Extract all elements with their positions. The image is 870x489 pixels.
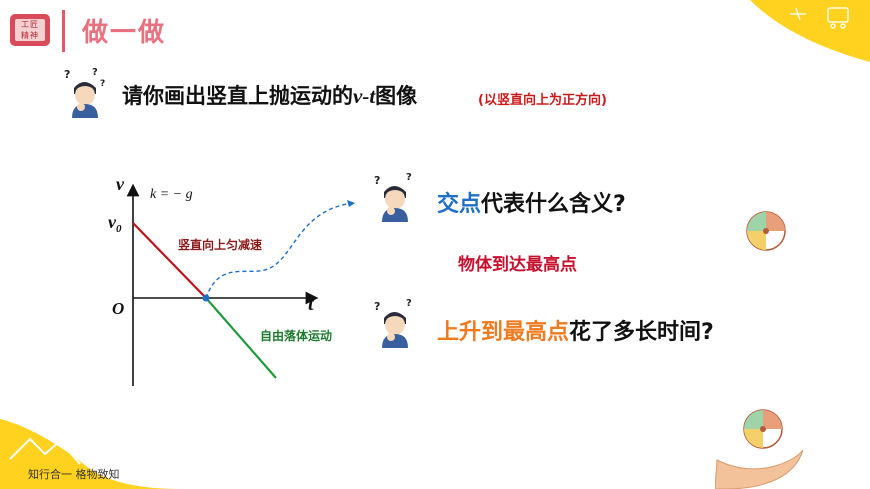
question-intersection-highlight: 交点 xyxy=(437,192,482,217)
thinking-person-icon: ? ? xyxy=(374,172,412,222)
thinking-person-icon: ? ? ? xyxy=(64,67,105,118)
v0-sub: 0 xyxy=(116,223,122,235)
v0-label: v0 xyxy=(108,212,122,235)
svg-text:?: ? xyxy=(92,67,98,78)
origin-label: O xyxy=(112,299,124,318)
corner-decoration-bottom-left xyxy=(0,419,180,489)
pointer-curve xyxy=(205,202,356,299)
falling-segment-label: 自由落体运动 xyxy=(260,328,332,343)
svg-text:?: ? xyxy=(374,174,380,187)
logo-text: 工匠精神 xyxy=(15,19,45,41)
vt-graph: v t O v0 k = − g 竖直向上匀减速 自由落体运动 xyxy=(108,174,356,386)
answer-highest-point: 物体到达最高点 xyxy=(458,255,577,275)
beach-ball-icon xyxy=(743,409,783,449)
question-rise-time-rest: 花了多长时间? xyxy=(569,320,714,345)
rising-segment-label: 竖直向上匀减速 xyxy=(178,237,262,252)
x-axis-label: t xyxy=(308,293,315,315)
corner-decoration-top-right xyxy=(750,0,870,62)
rising-segment xyxy=(132,222,207,299)
question-intersection-rest: 代表什么含义? xyxy=(481,192,626,217)
question-title: 请你画出竖直上抛运动的v-t图像 xyxy=(122,80,417,110)
svg-text:?: ? xyxy=(374,300,380,313)
question-title-suffix: 图像 xyxy=(375,84,418,108)
falling-segment xyxy=(205,297,277,379)
direction-note: (以竖直向上为正方向) xyxy=(478,93,607,108)
header-divider xyxy=(62,10,65,52)
svg-text:?: ? xyxy=(406,172,412,183)
v0-main: v xyxy=(108,212,117,232)
thinking-person-icon: ? ? xyxy=(374,298,412,348)
question-intersection: 交点代表什么含义? xyxy=(437,186,626,218)
svg-text:?: ? xyxy=(64,68,70,81)
question-rise-time-highlight: 上升到最高点 xyxy=(437,320,570,345)
svg-text:?: ? xyxy=(100,79,105,89)
question-title-vt: v-t xyxy=(353,84,376,108)
question-rise-time: 上升到最高点花了多长时间? xyxy=(437,314,714,346)
slope-label: k = − g xyxy=(150,187,193,202)
hand-icon xyxy=(715,449,804,489)
svg-text:?: ? xyxy=(406,298,412,309)
section-title: 做一做 xyxy=(82,18,167,48)
y-axis-label: v xyxy=(116,174,125,194)
motto-text: 知行合一 格物致知 xyxy=(28,468,120,481)
pointer-arrowhead xyxy=(347,200,355,207)
beach-ball-icon xyxy=(746,211,786,251)
school-logo: 工匠精神 xyxy=(10,14,50,46)
question-title-prefix: 请你画出竖直上抛运动的 xyxy=(122,84,353,108)
